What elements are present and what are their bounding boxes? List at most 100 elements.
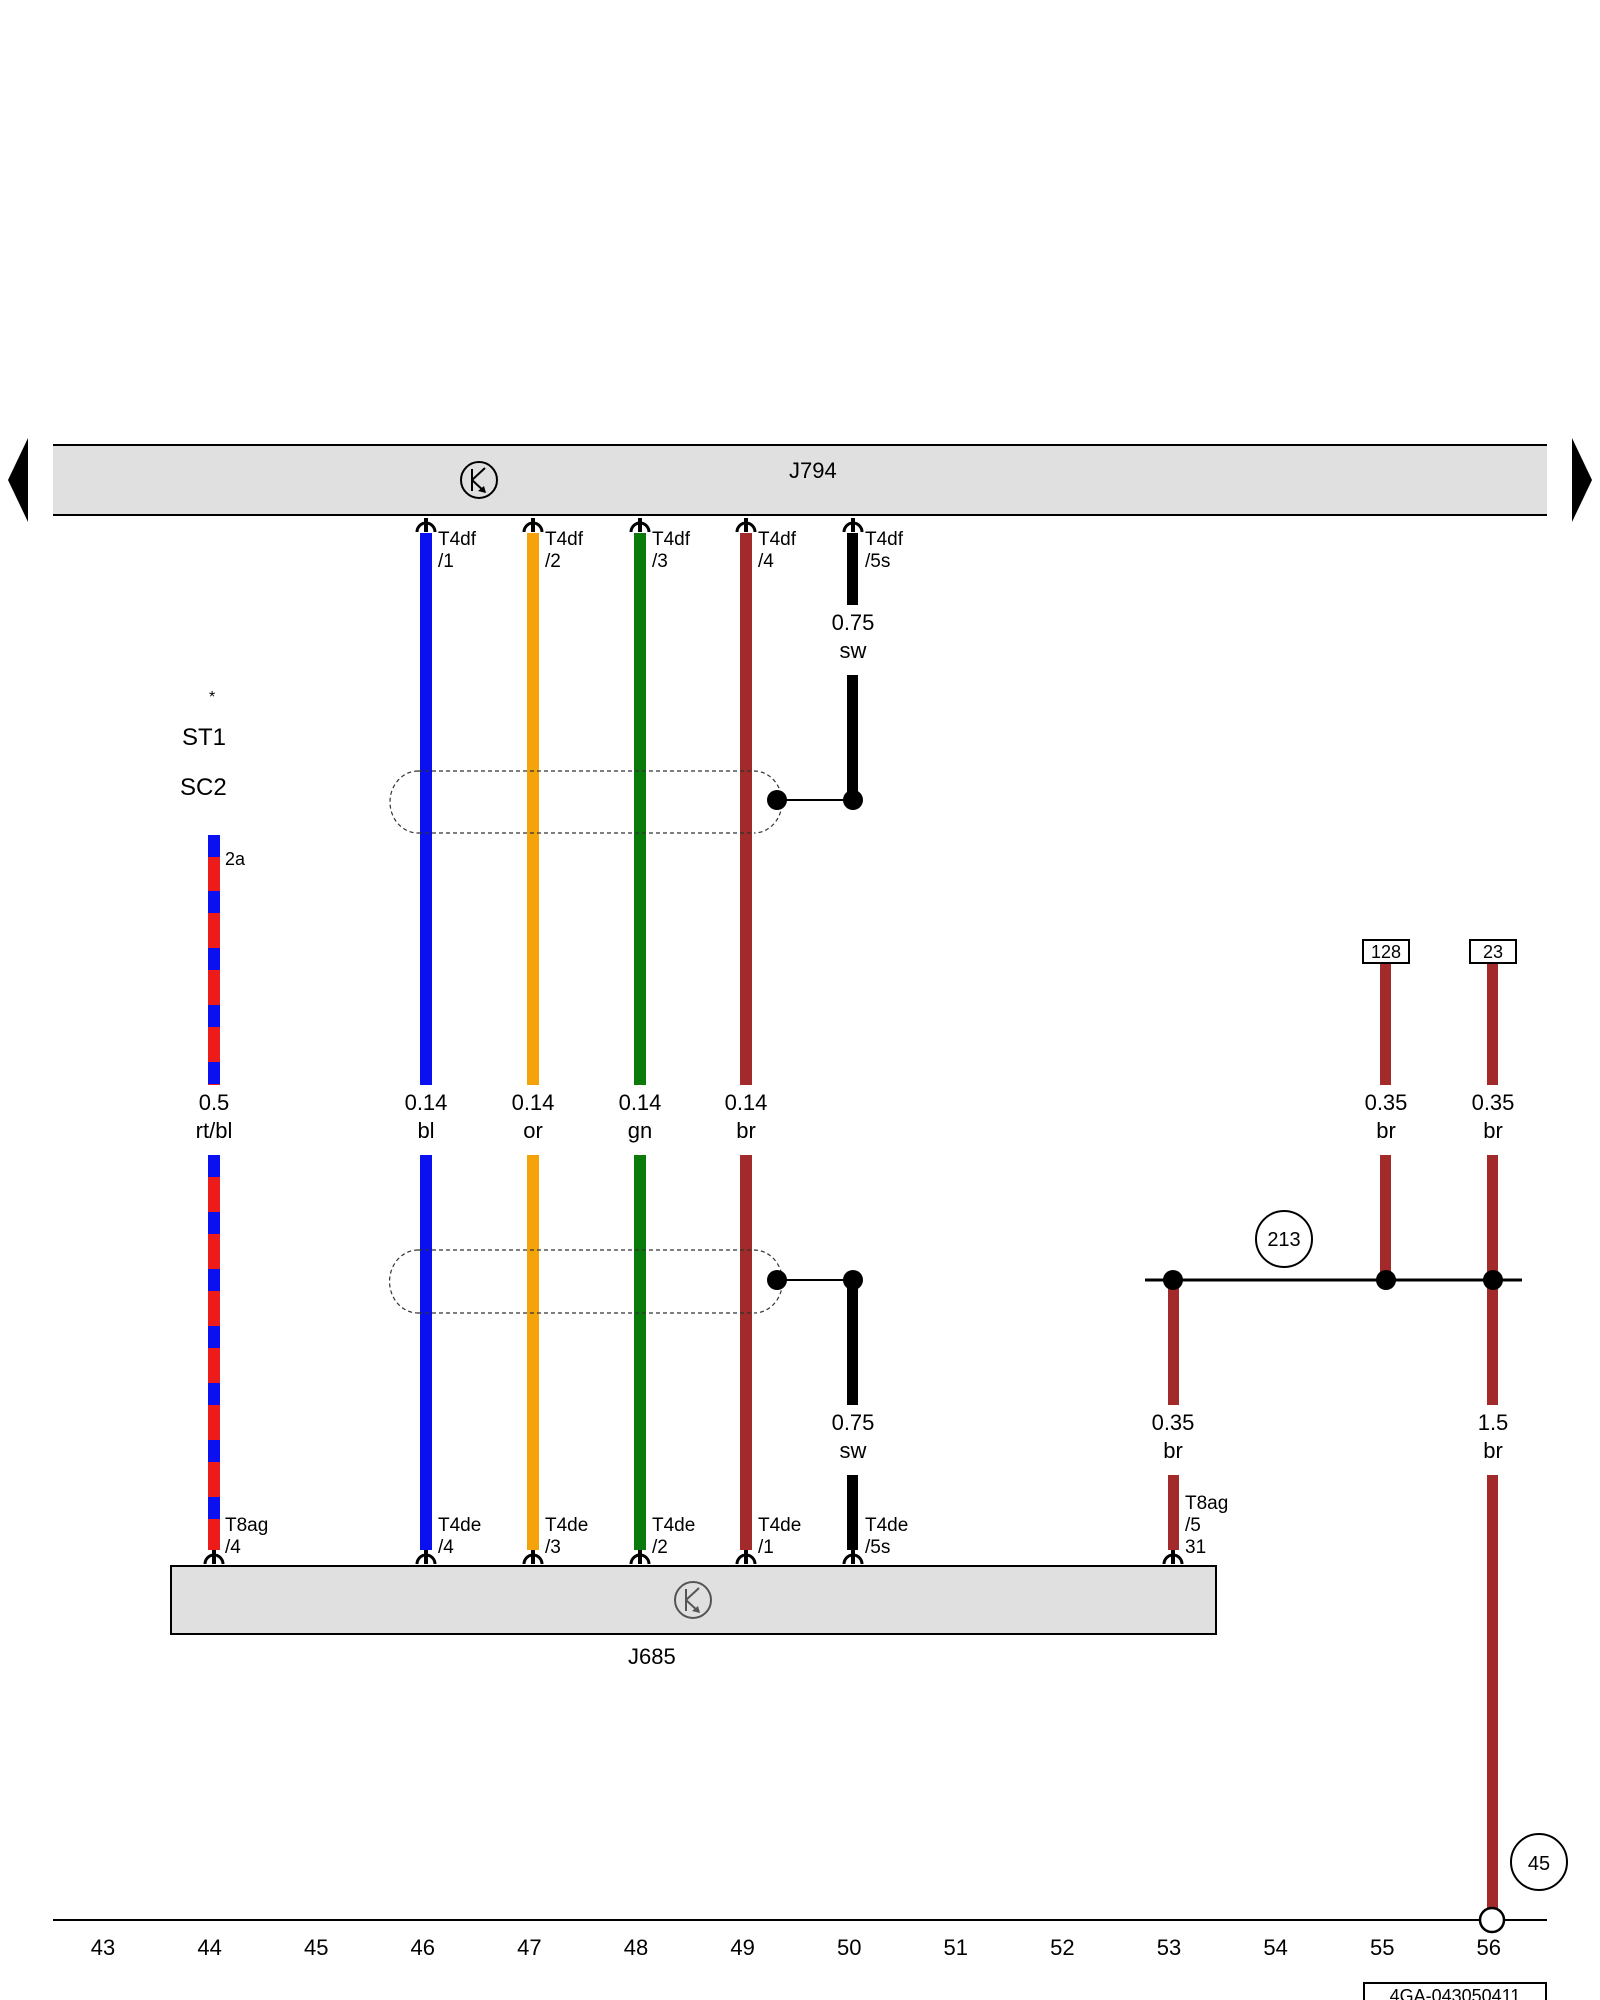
reference-213-text: 213 bbox=[1267, 1229, 1300, 1251]
wire-gn bbox=[634, 533, 646, 1550]
shield-splice-point bbox=[767, 1270, 787, 1290]
connector-pin: /1 bbox=[758, 1537, 774, 1558]
module-j794-label: J794 bbox=[789, 458, 837, 483]
connector-pin: 31 bbox=[1185, 1537, 1206, 1558]
reference-45-text: 45 bbox=[1528, 1853, 1550, 1875]
connector-label: T4de bbox=[865, 1515, 908, 1536]
column-number: 45 bbox=[304, 1935, 328, 1960]
splice-point bbox=[1483, 1270, 1503, 1290]
column-number: 48 bbox=[624, 1935, 648, 1960]
wire-rt-bl bbox=[208, 835, 220, 1550]
wire-size-label: 0.35 bbox=[1152, 1410, 1195, 1435]
column-number: 55 bbox=[1370, 1935, 1394, 1960]
wire-bl bbox=[420, 533, 432, 1550]
wire-color-label: or bbox=[523, 1118, 543, 1143]
connector-pin: /4 bbox=[225, 1537, 241, 1558]
wire-size-label: 0.35 bbox=[1472, 1090, 1515, 1115]
splice-point bbox=[1376, 1270, 1396, 1290]
shield-splice-point bbox=[767, 790, 787, 810]
shield-jacket-top bbox=[389, 770, 783, 834]
wire-size-label: 0.75 bbox=[832, 610, 875, 635]
wire-color-label: br bbox=[1376, 1118, 1396, 1143]
wire-color-label: br bbox=[736, 1118, 756, 1143]
diagram-id: 4GA-043050411 bbox=[1390, 1986, 1521, 2000]
connector-pin: /3 bbox=[652, 551, 668, 572]
wire-size-label: 0.14 bbox=[405, 1090, 448, 1115]
splice-point bbox=[1163, 1270, 1183, 1290]
wire-color-label: sw bbox=[840, 638, 867, 663]
connector-label: T4df bbox=[438, 529, 477, 550]
wire-sw-shield-bottom bbox=[847, 1280, 858, 1550]
column-number: 49 bbox=[730, 1935, 754, 1960]
marker-asterisk: * bbox=[209, 689, 215, 706]
bottom-connector-group bbox=[203, 1550, 1184, 1565]
reference-23-text: 23 bbox=[1483, 942, 1503, 962]
wire-size-label: 0.14 bbox=[619, 1090, 662, 1115]
ground-point bbox=[1478, 1906, 1506, 1934]
reference-128-text: 128 bbox=[1371, 942, 1401, 962]
wire-br-55 bbox=[1380, 963, 1391, 1280]
connector-pin: /5s bbox=[865, 1537, 890, 1558]
reference-circle-213[interactable]: 213 bbox=[1255, 1210, 1313, 1268]
wire-size-label: 0.14 bbox=[725, 1090, 768, 1115]
transistor-icon bbox=[674, 1581, 712, 1619]
wire-br-53 bbox=[1168, 1280, 1179, 1550]
column-number: 44 bbox=[197, 1935, 221, 1960]
connector-label: T4df bbox=[652, 529, 691, 550]
column-number: 46 bbox=[411, 1935, 435, 1960]
column-number: 50 bbox=[837, 1935, 861, 1960]
connector-label: T4de bbox=[652, 1515, 695, 1536]
connector-label: T4de bbox=[438, 1515, 481, 1536]
splice-point bbox=[843, 1270, 863, 1290]
previous-page-arrow-icon[interactable] bbox=[8, 438, 28, 522]
module-j794 bbox=[53, 445, 1547, 515]
connector-pin: /4 bbox=[438, 1537, 454, 1558]
wire-color-label: sw bbox=[840, 1438, 867, 1463]
diagram-id-box: 4GA-043050411 bbox=[1363, 1982, 1547, 2000]
wire-size-label: 0.5 bbox=[199, 1090, 230, 1115]
reference-circle-45[interactable]: 45 bbox=[1510, 1833, 1568, 1891]
wire-sw-shield-top bbox=[847, 533, 858, 800]
column-number: 51 bbox=[944, 1935, 968, 1960]
connector-label: T4de bbox=[758, 1515, 801, 1536]
connector-pin: /5 bbox=[1185, 1515, 1201, 1536]
wire-br bbox=[740, 533, 752, 1550]
label-st1: ST1 bbox=[182, 724, 226, 751]
wire-color-label: br bbox=[1483, 1438, 1503, 1463]
column-number: 53 bbox=[1157, 1935, 1181, 1960]
shield-jacket-bottom bbox=[388, 1249, 784, 1314]
connector-label: T4df bbox=[758, 529, 797, 550]
splice-point bbox=[843, 790, 863, 810]
transistor-icon bbox=[460, 461, 498, 499]
wire-or bbox=[527, 533, 539, 1550]
column-number: 56 bbox=[1477, 1935, 1501, 1960]
next-page-arrow-icon[interactable] bbox=[1572, 438, 1592, 522]
connector-label: T4de bbox=[545, 1515, 588, 1536]
wire-color-label: bl bbox=[417, 1118, 434, 1143]
wire-size-label: 1.5 bbox=[1478, 1410, 1509, 1435]
top-connector-group bbox=[415, 518, 864, 533]
wire-size-label: 0.14 bbox=[512, 1090, 555, 1115]
label-segment-2a: 2a bbox=[225, 849, 246, 869]
connector-pin: /1 bbox=[438, 551, 454, 572]
column-number: 54 bbox=[1263, 1935, 1287, 1960]
wire-size-label: 0.75 bbox=[832, 1410, 875, 1435]
connector-label: T8ag bbox=[225, 1515, 268, 1536]
connector-label: T4df bbox=[865, 529, 904, 550]
column-number: 43 bbox=[91, 1935, 115, 1960]
wire-color-label: rt/bl bbox=[196, 1118, 233, 1143]
label-sc2: SC2 bbox=[180, 774, 227, 801]
connector-pin: /5s bbox=[865, 551, 890, 572]
module-j685-label: J685 bbox=[628, 1644, 676, 1669]
reference-box-128[interactable]: 128 bbox=[1362, 939, 1410, 964]
reference-box-23[interactable]: 23 bbox=[1469, 939, 1517, 964]
wire-color-label: gn bbox=[628, 1118, 652, 1143]
wire-color-label: br bbox=[1483, 1118, 1503, 1143]
wire-color-label: br bbox=[1163, 1438, 1183, 1463]
connector-label: T4df bbox=[545, 529, 584, 550]
connector-pin: /2 bbox=[652, 1537, 668, 1558]
connector-pin: /2 bbox=[545, 551, 561, 572]
column-number: 52 bbox=[1050, 1935, 1074, 1960]
